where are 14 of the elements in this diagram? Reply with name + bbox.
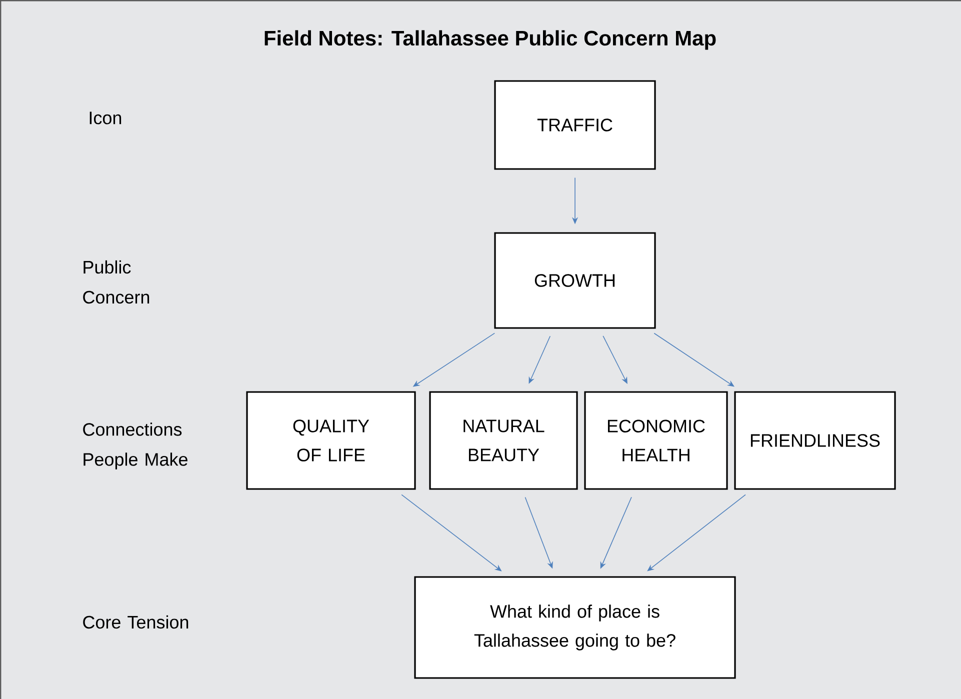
row-label: Connections People Make [83,422,188,470]
row-label: Public Concern [83,260,150,304]
concept-box: TRAFFIC [494,80,656,170]
title: Field Notes: Tallahassee Public Concern Map [264,30,716,50]
concept-box: GROWTH [494,232,656,329]
concept-box: QUALITY OF LIFE [246,391,416,490]
concept-box: NATURAL BEAUTY [429,391,578,490]
arrow [647,494,746,572]
arrow [654,332,734,387]
concept-box: What kind of place is Tallahassee going to be? [414,576,736,679]
concept-box: FRIENDLINESS [734,391,896,490]
row-label: Core Tension [83,615,188,629]
row-label: Icon [90,112,122,124]
concept-box: ECONOMIC HEALTH [584,391,728,490]
